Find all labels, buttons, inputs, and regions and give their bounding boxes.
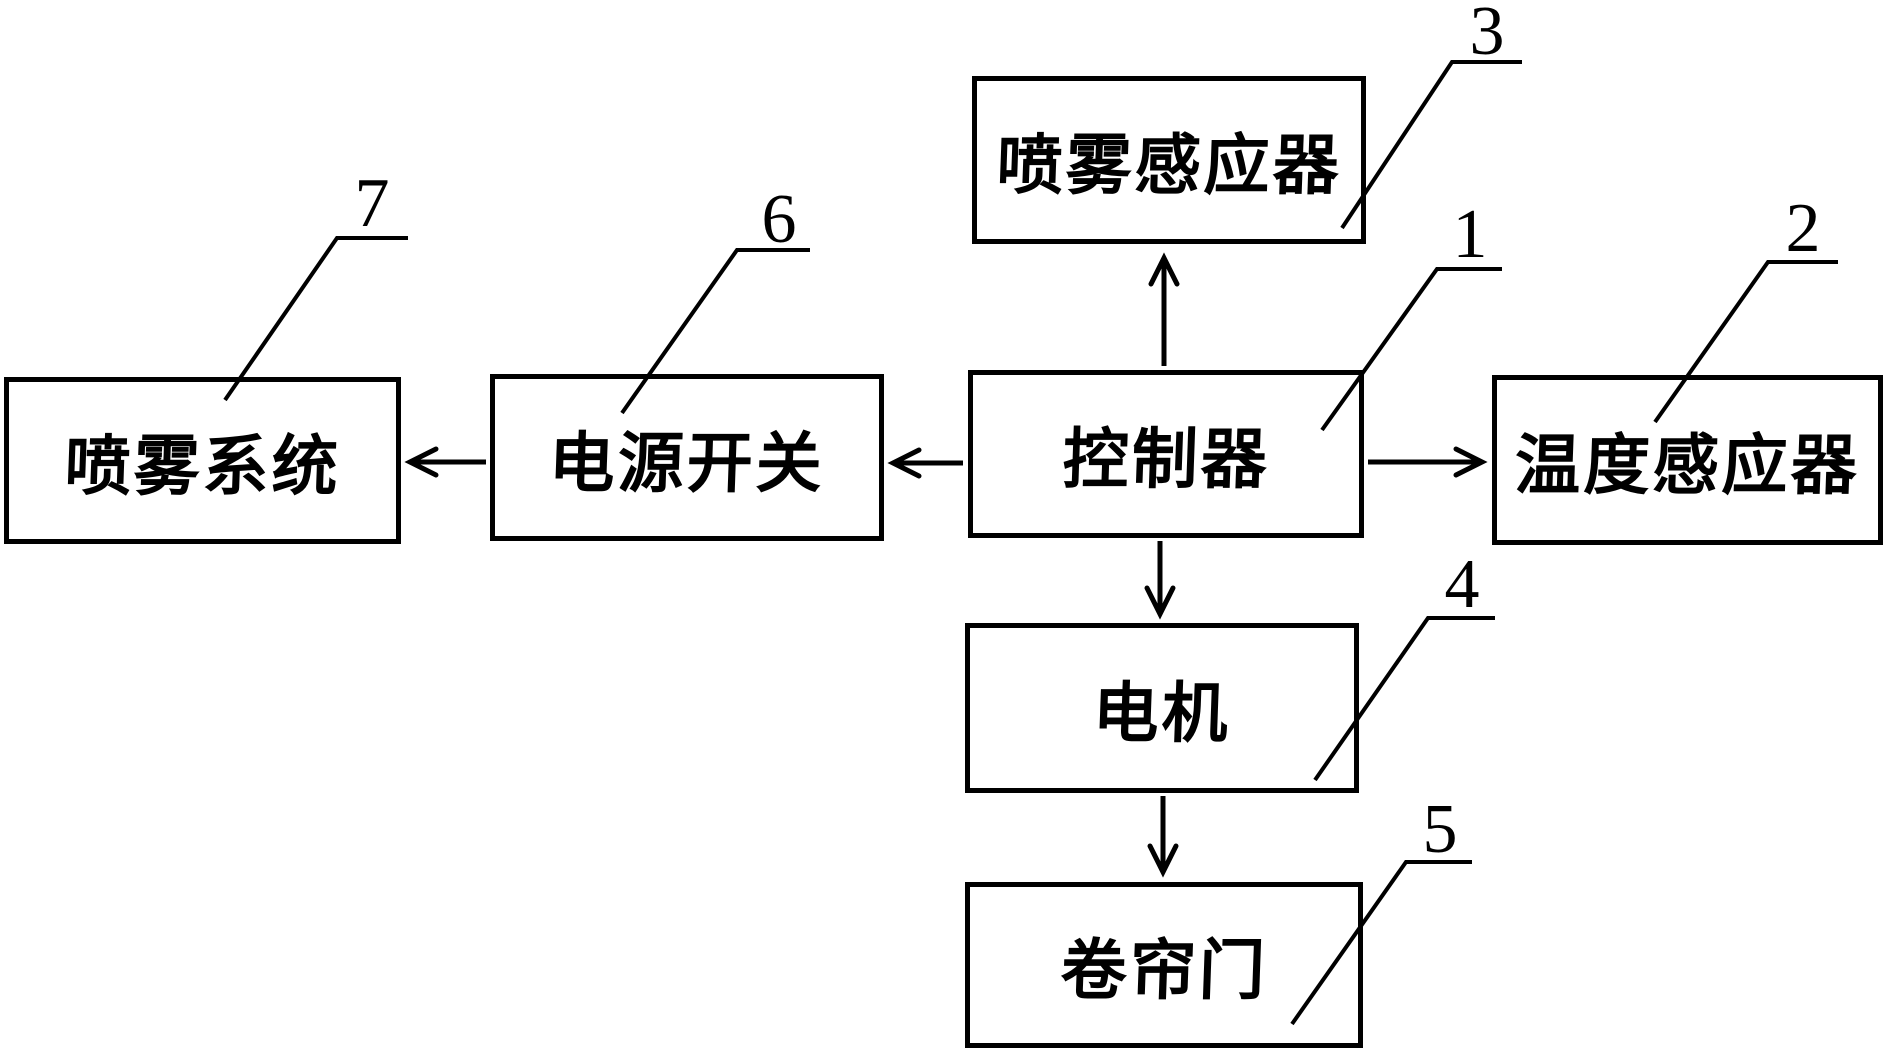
block-spray-system: 喷雾系统 — [4, 377, 401, 544]
ref-label-spray-sensor: 3 — [1469, 0, 1505, 70]
block-spray-sensor: 喷雾感应器 — [972, 76, 1366, 244]
ref-label-temperature-sensor: 2 — [1785, 190, 1821, 267]
ref-label-controller: 1 — [1452, 196, 1488, 273]
block-temperature-sensor: 温度感应器 — [1492, 375, 1883, 545]
block-power-switch-label: 电源开关 — [547, 424, 827, 502]
block-rolling-door: 卷帘门 — [965, 882, 1363, 1048]
block-spray-sensor-label: 喷雾感应器 — [994, 127, 1343, 204]
leader-line-spray-sensor — [1340, 60, 1522, 230]
ref-label-spray-system: 7 — [354, 165, 390, 242]
ref-label-motor: 4 — [1444, 546, 1480, 623]
block-motor-label: 电机 — [1091, 675, 1233, 752]
block-controller: 控制器 — [968, 370, 1364, 538]
block-spray-system-label: 喷雾系统 — [62, 427, 342, 505]
block-controller-label: 控制器 — [1060, 421, 1271, 498]
ref-label-power-switch: 6 — [761, 181, 797, 258]
block-motor: 电机 — [965, 623, 1359, 793]
block-temperature-sensor-label: 温度感应器 — [1513, 427, 1862, 504]
block-power-switch: 电源开关 — [490, 374, 884, 541]
block-rolling-door-label: 卷帘门 — [1058, 932, 1269, 1009]
ref-label-rolling-door: 5 — [1422, 791, 1458, 868]
leader-line-spray-system — [223, 236, 408, 402]
